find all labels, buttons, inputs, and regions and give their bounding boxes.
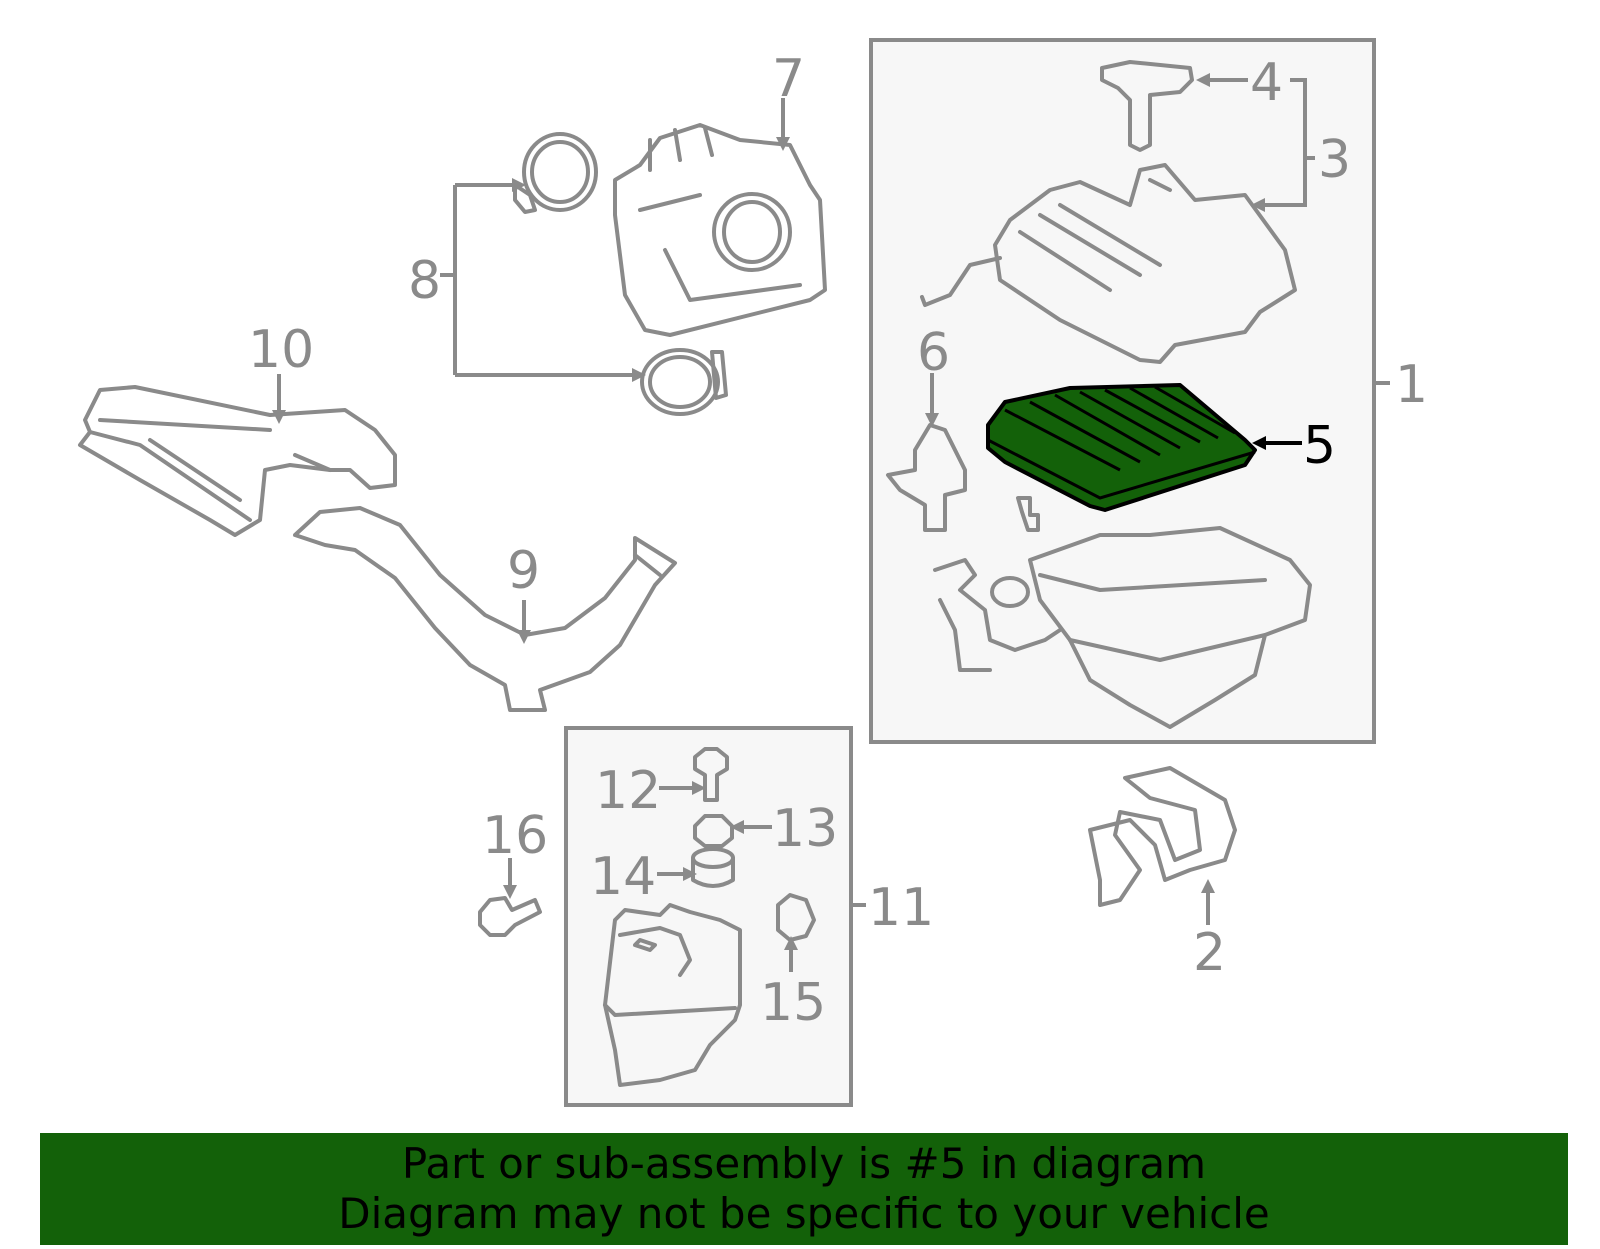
- callout-5: 5: [1303, 416, 1336, 476]
- part-5-air-filter[interactable]: [986, 383, 1257, 512]
- part-8-clamp-lower[interactable]: [640, 348, 728, 416]
- callout-13: 13: [772, 799, 838, 859]
- banner-line-1: Part or sub-assembly is #5 in diagram: [401, 1139, 1207, 1188]
- callout-12: 12: [595, 761, 661, 821]
- part-6-sensor[interactable]: [886, 423, 967, 532]
- callout-8: 8: [408, 251, 441, 311]
- part-7-resonator[interactable]: [613, 123, 827, 337]
- callout-4: 4: [1250, 53, 1283, 113]
- callout-11: 11: [868, 878, 934, 938]
- callout-3: 3: [1318, 130, 1351, 190]
- part-8-clamp-upper[interactable]: [513, 132, 598, 214]
- part-clip: [1016, 496, 1040, 532]
- callout-7: 7: [772, 49, 805, 109]
- callout-2: 2: [1193, 923, 1226, 983]
- part-14-grommet[interactable]: [691, 847, 735, 888]
- callout-16: 16: [482, 806, 548, 866]
- part-11-washer-tank[interactable]: [603, 903, 742, 1087]
- part-15-cap[interactable]: [776, 893, 816, 942]
- callout-1: 1: [1395, 355, 1428, 415]
- part-4-sensor[interactable]: [1100, 60, 1194, 152]
- banner-line-2: Diagram may not be specific to your vehi…: [338, 1189, 1270, 1238]
- part-3-air-cleaner-cover[interactable]: [920, 163, 1297, 364]
- callout-10: 10: [248, 320, 314, 380]
- info-banner: Part or sub-assembly is #5 in diagram Di…: [40, 1133, 1568, 1245]
- callout-6: 6: [917, 323, 950, 383]
- leader-arrowhead-5: [1252, 436, 1266, 450]
- callout-9: 9: [507, 541, 540, 601]
- part-10-intake-duct[interactable]: [78, 385, 397, 537]
- leader-arrowheads: [272, 73, 1265, 950]
- part-13-nut[interactable]: [693, 814, 734, 848]
- callout-14: 14: [590, 847, 656, 907]
- callout-15: 15: [760, 973, 826, 1033]
- part-16-bolt[interactable]: [478, 896, 542, 937]
- part-9-hose[interactable]: [293, 506, 677, 712]
- part-2-bracket[interactable]: [1088, 766, 1237, 907]
- part-1-air-cleaner-case[interactable]: [933, 526, 1312, 729]
- part-12-bolt[interactable]: [693, 747, 729, 802]
